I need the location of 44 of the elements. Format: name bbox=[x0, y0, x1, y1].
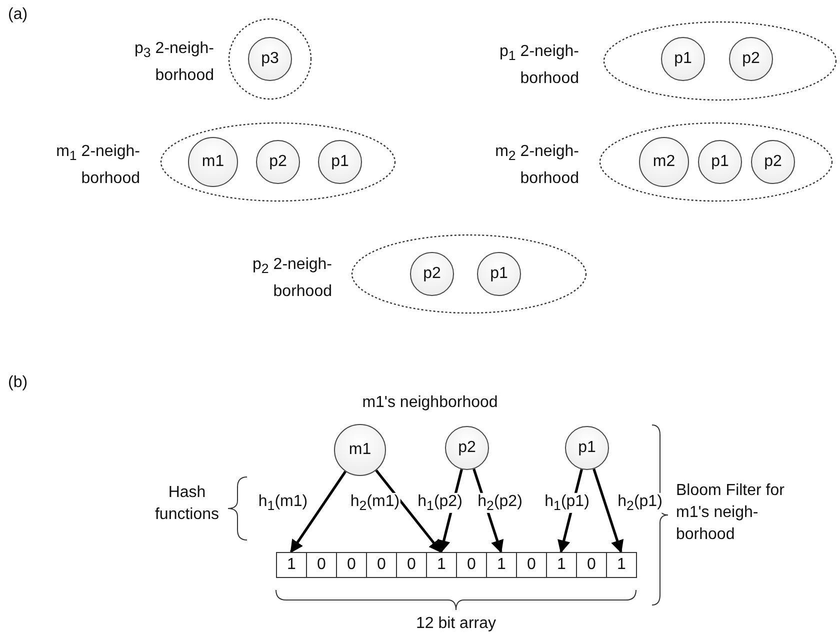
circle-node: m1 bbox=[334, 424, 386, 476]
bit-cell: 1 bbox=[276, 552, 307, 578]
circle-node: m2 bbox=[639, 137, 689, 187]
circle-node: p1 bbox=[318, 140, 362, 184]
circle-node: p2 bbox=[256, 140, 300, 184]
bit-cell: 0 bbox=[576, 552, 607, 578]
circle-node: p2 bbox=[445, 426, 489, 470]
circle-node: p2 bbox=[410, 252, 454, 296]
text-label: 12 bit array bbox=[414, 614, 498, 634]
bit-cell: 0 bbox=[366, 552, 397, 578]
circle-node: p1 bbox=[698, 140, 742, 184]
bit-cell: 0 bbox=[516, 552, 547, 578]
circle-node: p2 bbox=[729, 37, 773, 81]
text-label: (b) bbox=[8, 373, 29, 393]
bit-cell: 1 bbox=[606, 552, 637, 578]
circle-node: p2 bbox=[751, 140, 795, 184]
bit-cell: 0 bbox=[456, 552, 487, 578]
circle-node: p1 bbox=[565, 426, 609, 470]
group-heading: m$_{1}$ 2-neigh- borhood bbox=[55, 142, 140, 190]
edge-label: h$_{1}$(p2) bbox=[416, 492, 464, 514]
text-label: m1's neighborhood bbox=[361, 393, 499, 413]
circle-node: m1 bbox=[188, 137, 238, 187]
arrow bbox=[375, 470, 442, 554]
edge-label: h$_{2}$(p1) bbox=[616, 492, 664, 514]
group-heading: m$_{2}$ 2-neigh- borhood bbox=[494, 142, 579, 190]
text-label: (a) bbox=[8, 5, 29, 25]
group-heading: p$_{2}$ 2-neigh- borhood bbox=[252, 255, 332, 302]
bit-cell: 0 bbox=[306, 552, 337, 578]
bit-cell: 0 bbox=[336, 552, 367, 578]
circle-node: p1 bbox=[661, 37, 705, 81]
group-heading: p$_{3}$ 2-neigh- borhood bbox=[134, 39, 214, 86]
text-label: Hash functions bbox=[154, 483, 220, 525]
circle-node: p3 bbox=[248, 37, 292, 81]
text-label: Bloom Filter for m1's neigh- borhood bbox=[676, 481, 786, 545]
arrow bbox=[290, 470, 346, 554]
bit-cell: 1 bbox=[486, 552, 517, 578]
circle-node: p1 bbox=[477, 252, 521, 296]
edge-label: h$_{1}$(p1) bbox=[544, 492, 590, 514]
bit-cell: 1 bbox=[546, 552, 577, 578]
group-heading: p$_{1}$ 2-neigh- borhood bbox=[498, 42, 579, 90]
bit-cell: 0 bbox=[396, 552, 427, 578]
bit-cell: 1 bbox=[426, 552, 457, 578]
edge-label: h$_{2}$(p2) bbox=[476, 492, 524, 514]
arrow bbox=[592, 468, 624, 554]
